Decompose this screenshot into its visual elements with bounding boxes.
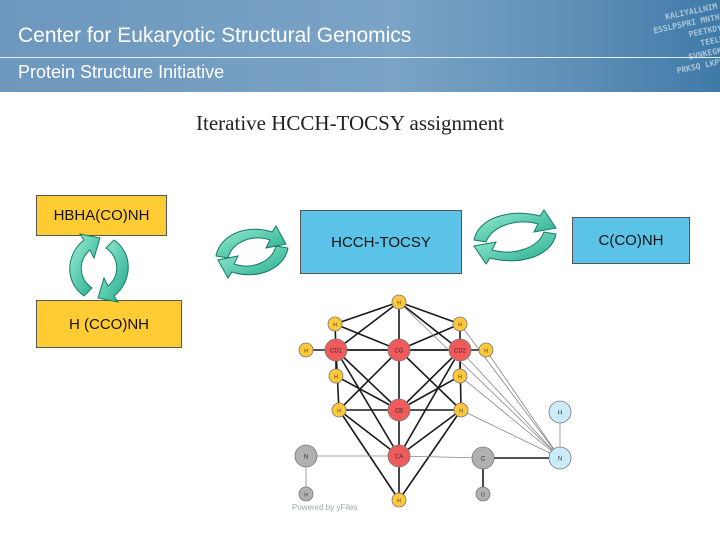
graph-node: H (391, 492, 407, 508)
graph-edge (398, 375, 461, 411)
graph-edge (398, 301, 561, 459)
graph-edge (485, 349, 561, 459)
graph-node: H (548, 400, 572, 424)
graph-node-label: CD1 (330, 349, 343, 355)
graph-node: H (327, 316, 343, 332)
graph-node-label: N (558, 457, 562, 463)
graph-edge (398, 455, 484, 459)
graph-node-label: H (397, 301, 401, 307)
graph-node: H (453, 402, 469, 418)
graph-node-label: H (558, 411, 562, 417)
graph-node-label: CB (395, 409, 403, 415)
graph-node-label: H (458, 375, 462, 381)
graph-edge (398, 409, 462, 501)
graph-edge (459, 323, 561, 459)
graph-node: CD1 (324, 338, 348, 362)
graph-node-label: H (304, 493, 308, 499)
graph-node-label: H (304, 349, 308, 355)
graph-node: H (452, 368, 468, 384)
graph-node: H (298, 486, 314, 502)
cycle-arrow-icon (69, 233, 101, 297)
graph-node-label: CG (395, 349, 404, 355)
header-banner: KALIYALLNIM ESSLPSPRI MNTH PEETKDY TEELK… (0, 0, 720, 92)
graph-node-label: H (397, 499, 401, 505)
cycle-arrow-icon (473, 231, 557, 265)
graph-node-label: H (334, 375, 338, 381)
cycle-arrow-icon (97, 239, 129, 303)
graph-edge (459, 349, 561, 459)
graph-edge (335, 375, 400, 411)
banner-subtitle: Protein Structure Initiative (18, 62, 225, 82)
graph-node: CB (387, 398, 411, 422)
graph-node-label: H (458, 323, 462, 329)
graph-edge (335, 349, 400, 411)
graph-node: H (331, 402, 347, 418)
graph-node: N (294, 444, 318, 468)
graph-node-label: H (484, 349, 488, 355)
graph-node: H (298, 342, 314, 358)
slide-title: Iterative HCCH-TOCSY assignment (196, 111, 504, 135)
graph-edge (334, 323, 400, 351)
graph-node: N (548, 446, 572, 470)
graph-node-label: CD2 (454, 349, 467, 355)
graph-edge (398, 349, 462, 411)
graph-edge (338, 349, 400, 411)
banner-divider (0, 57, 720, 58)
cco-box: C(CO)NH (572, 217, 690, 264)
hbha-box: HBHA(CO)NH (36, 195, 167, 236)
hcch-box: HCCH-TOCSY (300, 210, 462, 274)
graph-edge (338, 409, 400, 457)
graph-node: H (391, 294, 407, 310)
hcco-box: H (CCO)NH (36, 300, 182, 348)
graph-edge (338, 409, 400, 501)
graph-node-label: CA (395, 455, 403, 461)
graph-node: CA (387, 444, 411, 468)
graph-edge (460, 409, 561, 459)
graph-node: H (452, 316, 468, 332)
graph-edge (459, 375, 561, 459)
graph-edge (334, 301, 400, 325)
cycle-arrow-icon (473, 209, 557, 243)
graph-edge (398, 349, 461, 457)
cycle-arrow-icon (217, 245, 289, 279)
graph-node-label: H (459, 409, 463, 415)
graph-node: CG (387, 338, 411, 362)
graph-node: CD2 (448, 338, 472, 362)
graph-node: C (471, 446, 495, 470)
graph-node: H (478, 342, 494, 358)
graph-node-label: H (337, 409, 341, 415)
graph-edge (398, 301, 461, 351)
graph-edge (398, 409, 462, 457)
graph-edges (305, 301, 561, 501)
graph-node: H (328, 368, 344, 384)
graph-node-label: C (481, 457, 486, 463)
graph-edge (335, 349, 400, 457)
graph-node: O (475, 486, 491, 502)
graph-edge (398, 301, 461, 325)
cycle-arrow-icon (215, 225, 287, 259)
yfiles-watermark: Powered by yFiles (292, 503, 358, 512)
graph-node-label: H (333, 323, 337, 329)
graph-node-label: O (481, 493, 485, 499)
graph-node-label: N (304, 455, 308, 461)
banner-title: Center for Eukaryotic Structural Genomic… (18, 24, 412, 47)
graph-edge (335, 301, 400, 351)
